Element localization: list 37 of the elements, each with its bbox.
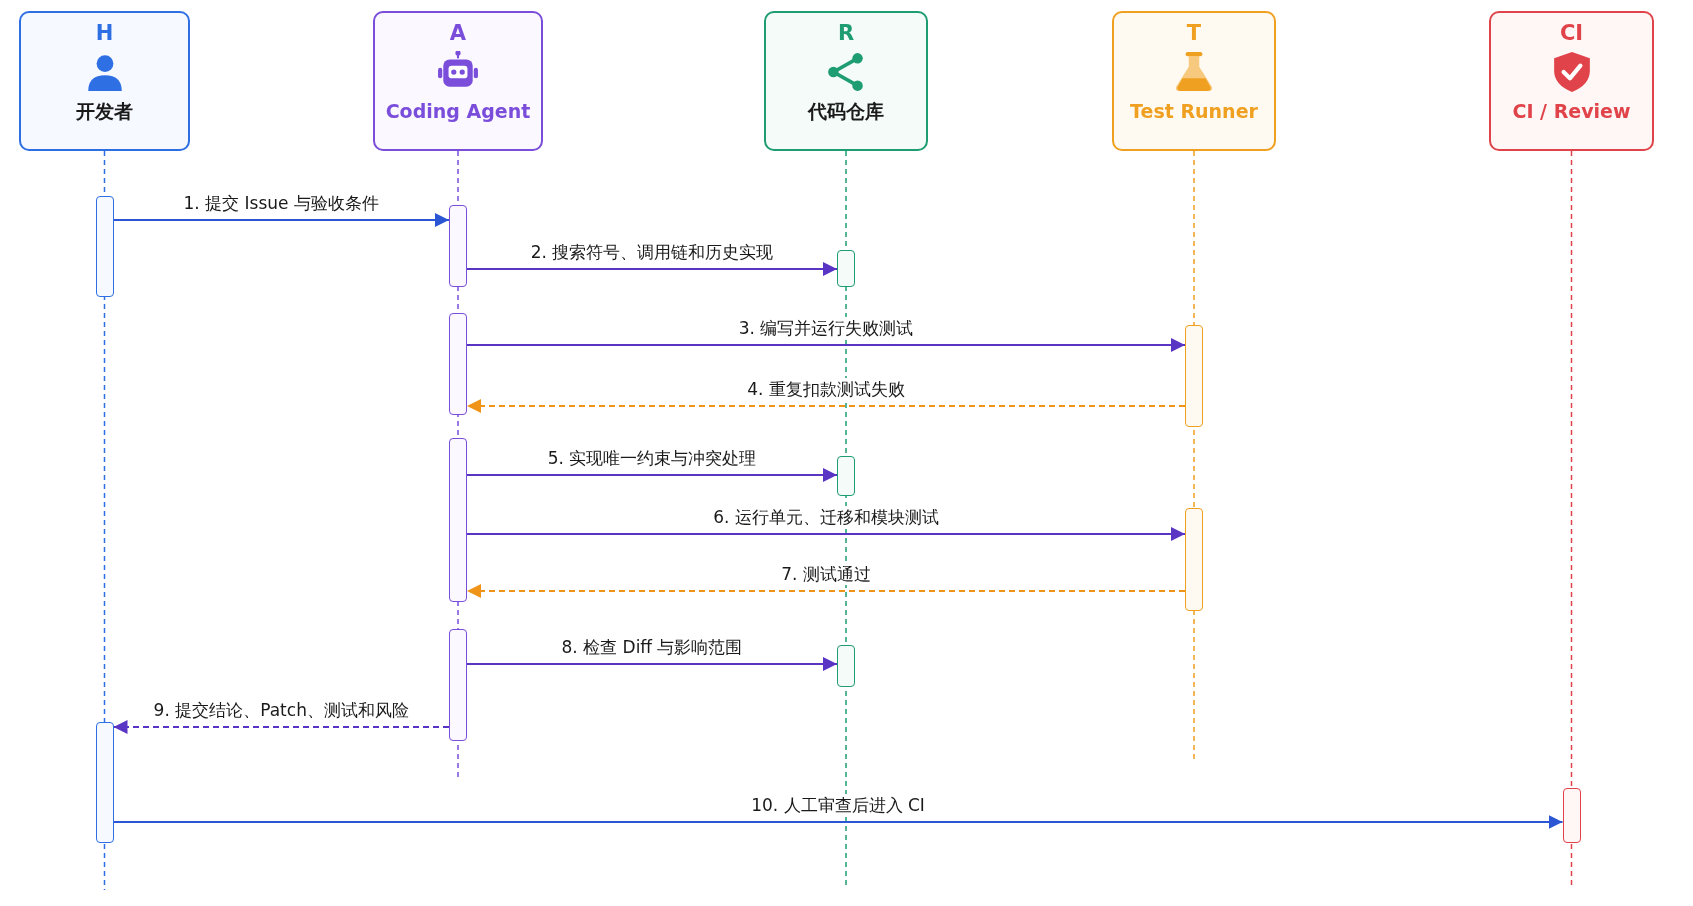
activation-bar	[449, 313, 467, 415]
message-arrow	[112, 213, 450, 227]
activation-bar	[449, 438, 467, 602]
message-arrow	[466, 468, 838, 482]
participant-box	[764, 11, 928, 151]
participant-box	[373, 11, 543, 151]
participant-letter: T	[1186, 21, 1202, 45]
participant-letter: CI	[1559, 21, 1584, 45]
participant-box	[1489, 11, 1654, 151]
message-arrow	[466, 527, 1186, 541]
participant-name: Test Runner	[1130, 99, 1258, 123]
participant-letter: R	[837, 21, 855, 45]
message-arrow	[112, 815, 1564, 829]
activation-bar	[1185, 325, 1203, 427]
message-arrow	[466, 262, 838, 276]
activation-bar	[837, 645, 855, 687]
activation-bar	[1185, 508, 1203, 611]
activation-bar	[95, 196, 114, 297]
participant-box	[1112, 11, 1276, 151]
dashed-return-arrow	[112, 720, 450, 734]
participant-letter: H	[95, 21, 114, 45]
activation-bar	[837, 456, 855, 496]
activation-bar	[95, 722, 114, 843]
participant-name: 代码仓库	[808, 99, 884, 123]
participant-name: CI / Review	[1512, 99, 1631, 123]
activation-bar	[449, 205, 467, 287]
message-arrow	[466, 657, 838, 671]
activation-bar	[449, 629, 467, 741]
dashed-return-arrow	[466, 399, 1186, 413]
participant-name: 开发者	[76, 99, 133, 123]
activation-bar	[837, 250, 855, 287]
participant-box	[19, 11, 190, 151]
participant-letter: A	[449, 21, 467, 45]
dashed-return-arrow	[466, 584, 1186, 598]
participant-name: Coding Agent	[385, 99, 531, 123]
activation-bar	[1562, 788, 1581, 843]
message-arrow	[466, 338, 1186, 352]
